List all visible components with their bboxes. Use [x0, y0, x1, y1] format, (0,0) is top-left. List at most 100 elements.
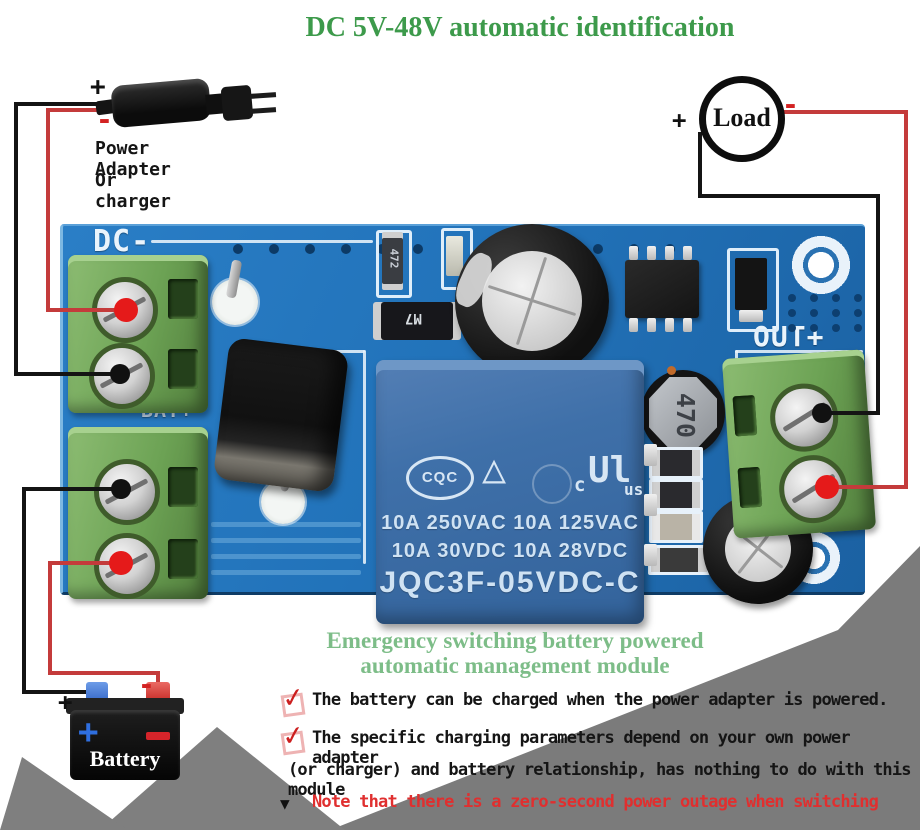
- caption-line2: automatic management module: [360, 653, 670, 678]
- check-icon: ✓: [280, 719, 307, 756]
- terminal-block-battery: [68, 427, 208, 599]
- battery-wire-plus-sign: +: [58, 688, 73, 716]
- silkscreen-top-line: [151, 240, 373, 243]
- capacitor-vent-top: [482, 251, 582, 351]
- power-diode: [212, 337, 350, 493]
- terminal-screw-out-plus: [767, 381, 841, 454]
- terminal-wire-hole: [732, 394, 758, 437]
- pcb-board: DC- BAT+ OUT+: [60, 224, 877, 624]
- terminal-wire-hole: [168, 279, 198, 319]
- relay: CQC △ c Ul us 10A 250VAC 10A 125VAC 10A …: [376, 360, 657, 624]
- via-hole: [341, 244, 351, 254]
- check-glyph: ✓: [280, 719, 307, 754]
- via-hole: [832, 294, 840, 302]
- battery-wire-minus-sign: -: [138, 668, 155, 701]
- via-hole: [854, 294, 862, 302]
- load-label: Load: [713, 103, 771, 132]
- note-line1: The battery can be charged when the powe…: [312, 690, 888, 710]
- adapter-plus-sign: +: [90, 72, 106, 102]
- sma-diode: [735, 258, 767, 310]
- via-hole: [788, 294, 796, 302]
- note-triangle-marker: ▼: [280, 794, 290, 813]
- smd-capacitor: [649, 511, 703, 543]
- inductor-marking: 470: [671, 392, 701, 439]
- relay-pin: [644, 444, 657, 466]
- caption-line1: Emergency switching battery powered: [326, 628, 704, 653]
- ul-logo-us: us: [624, 480, 644, 499]
- relay-ratings-line1: 10A 250VAC 10A 125VAC: [381, 512, 639, 534]
- terminal-wire-hole: [737, 466, 763, 509]
- trace-stripe: [211, 522, 361, 527]
- battery-body-plus: +: [78, 712, 99, 752]
- page-title: DC 5V-48V automatic identification: [305, 12, 735, 43]
- relay-ratings-line2: 10A 30VDC 10A 28VDC: [391, 540, 629, 562]
- cqc-logo: CQC: [406, 456, 474, 500]
- mounting-hole: [790, 234, 852, 296]
- adapter-body: [110, 77, 212, 129]
- check-icon: ✓: [280, 681, 307, 718]
- silkscreen-line: [363, 350, 366, 564]
- relay-pin: [644, 494, 657, 516]
- terminal-wire-hole: [168, 467, 198, 507]
- load-plus-sign: +: [672, 106, 687, 134]
- smd-resistor-pads: [376, 230, 412, 298]
- trace-stripe: [211, 570, 361, 575]
- gray-mountain-far-left: [0, 757, 128, 830]
- smd-component: [446, 236, 463, 276]
- via-hole: [269, 244, 279, 254]
- note-line2: The specific charging parameters depend …: [312, 728, 851, 768]
- via-hole: [233, 244, 243, 254]
- via-hole: [854, 309, 862, 317]
- ul-logo-c: c: [574, 474, 586, 496]
- terminal-screw-dc-plus: [89, 343, 155, 409]
- load-symbol: Load: [699, 76, 785, 162]
- terminal-wire-hole: [168, 349, 198, 389]
- triangle-cert-logo: △: [482, 446, 507, 492]
- ghost-circle: [532, 464, 572, 504]
- smd-diode-m7: M7: [381, 302, 453, 340]
- diode-marking: M7: [405, 310, 422, 326]
- check-glyph: ✓: [280, 681, 307, 716]
- trace-stripe: [211, 538, 361, 543]
- soic8-chip: [625, 246, 699, 332]
- trace-stripe: [211, 554, 361, 559]
- battery-label: Battery: [89, 746, 161, 771]
- electrolytic-capacitor-large: [450, 224, 609, 378]
- gray-mountain-left: [100, 727, 345, 830]
- resistor-marking: 472: [387, 248, 401, 269]
- via-hole: [788, 309, 796, 317]
- note-line3: (or charger) and battery relationship, h…: [288, 760, 912, 800]
- terminal-block-out: [721, 349, 877, 539]
- solder-dot: [667, 366, 676, 375]
- inductor-core: 470: [649, 377, 717, 449]
- note-line4: Note that there is a zero-second power o…: [312, 792, 879, 812]
- via-hole: [854, 324, 862, 332]
- ul-logo: Ul: [588, 450, 632, 491]
- terminal-wire-hole: [168, 539, 198, 579]
- sma-diode-tab: [739, 310, 763, 322]
- plug-head: [220, 84, 254, 122]
- load-minus-sign: -: [782, 88, 799, 121]
- terminal-screw-dc-minus: [92, 277, 158, 343]
- gray-wedge: [330, 546, 920, 830]
- via-hole: [832, 324, 840, 332]
- via-hole: [305, 244, 315, 254]
- via-hole: [413, 244, 423, 254]
- via-hole: [593, 244, 603, 254]
- smd-resistor: [648, 545, 710, 575]
- via-hole: [832, 309, 840, 317]
- relay-model: JQC3F-05VDC-C: [379, 566, 641, 599]
- terminal-screw-bat-plus: [94, 459, 160, 525]
- via-hole: [810, 309, 818, 317]
- smd-resistor: [649, 479, 703, 511]
- battery-body: + Battery: [70, 710, 180, 780]
- terminal-block-dc: [68, 255, 208, 413]
- relay-pin: [644, 544, 657, 566]
- terminal-screw-bat-minus: [94, 533, 160, 599]
- via-hole: [788, 324, 796, 332]
- smd-resistor: [649, 447, 703, 479]
- dc-minus-label: DC-: [93, 224, 151, 259]
- smd-resistor: 472: [382, 238, 403, 284]
